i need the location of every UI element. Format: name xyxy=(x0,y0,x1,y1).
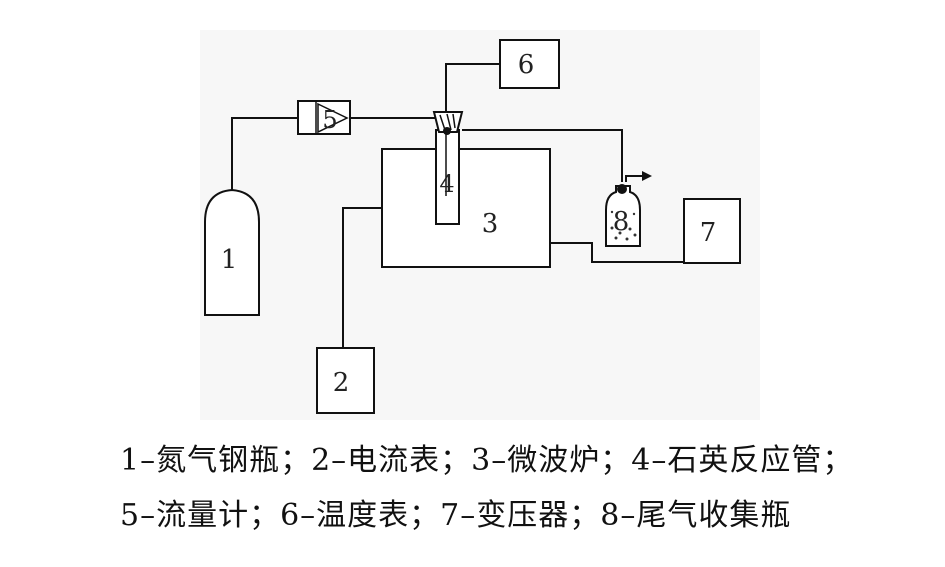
caption-line-2: 5–流量计；6–温度表；7–变压器；8–尾气收集瓶 xyxy=(120,498,792,533)
tail-gas-bottle: 8 xyxy=(605,171,652,247)
bottle-outlet-pipe xyxy=(625,175,642,182)
wire-thermometer xyxy=(445,63,500,128)
quartz-tube: 4 xyxy=(432,111,464,225)
label-8: 8 xyxy=(613,207,630,237)
connections xyxy=(231,63,684,348)
ammeter: 2 xyxy=(316,347,375,414)
label-3: 3 xyxy=(482,209,499,239)
pipe-tube-to-bottle xyxy=(462,129,623,182)
label-6: 6 xyxy=(518,50,535,80)
outlet-arrow-icon xyxy=(642,171,652,181)
wire-oven-to-transformer xyxy=(550,242,684,263)
label-2: 2 xyxy=(333,368,350,398)
pipe-cylinder-to-flowmeter xyxy=(231,117,298,195)
label-7: 7 xyxy=(700,218,717,248)
bottle-liquid xyxy=(610,210,637,241)
label-5: 5 xyxy=(322,106,337,134)
wire-ammeter-to-oven xyxy=(342,207,382,348)
microwave-oven: 3 xyxy=(381,148,551,268)
transformer: 7 xyxy=(683,198,741,264)
thermometer: 6 xyxy=(499,39,560,89)
label-4: 4 xyxy=(439,170,454,198)
flowmeter: 5 xyxy=(297,100,351,135)
nitrogen-cylinder: 1 xyxy=(204,188,260,316)
label-1: 1 xyxy=(221,245,238,275)
caption-line-1: 1–氮气钢瓶；2–电流表；3–微波炉；4–石英反应管； xyxy=(120,443,854,478)
